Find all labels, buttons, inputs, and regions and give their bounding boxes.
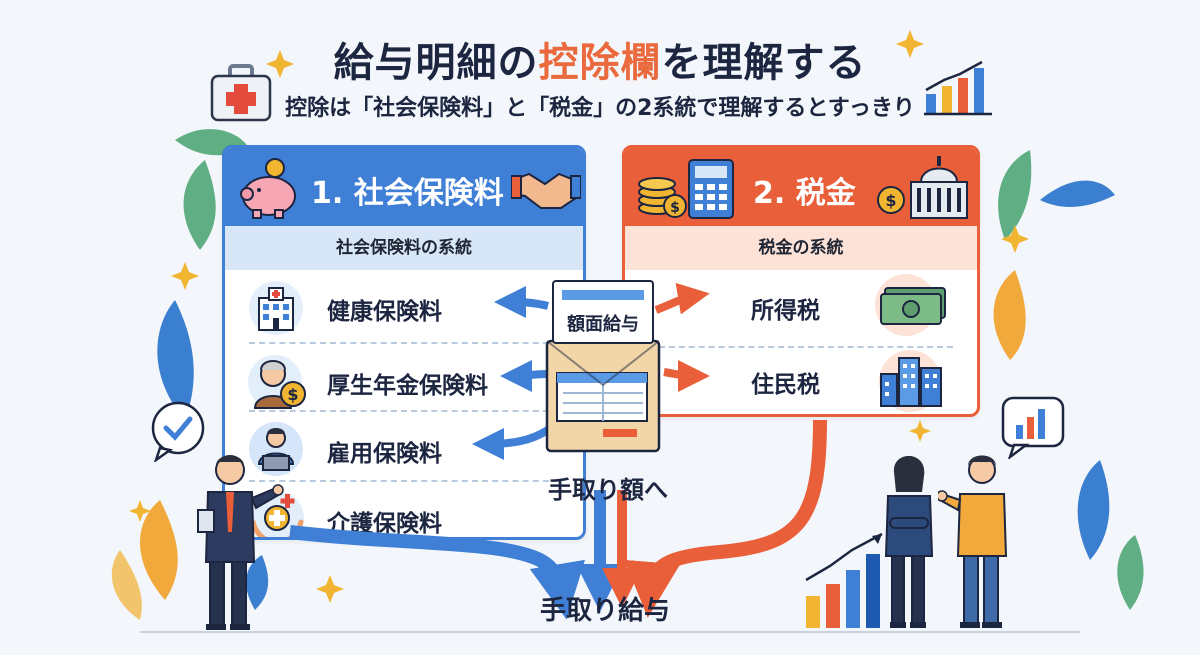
social-insurance-title: 1. 社会保険料 bbox=[311, 176, 504, 211]
hospital-icon bbox=[249, 281, 303, 335]
arrow-to-income-tax bbox=[654, 282, 710, 315]
tax-subheading: 税金の系統 bbox=[625, 226, 977, 270]
first-aid-kit-icon bbox=[210, 64, 272, 122]
government-building-icon: $ bbox=[877, 156, 968, 219]
divider bbox=[249, 480, 559, 482]
left-leaves-illustration bbox=[111, 129, 269, 620]
banknotes-icon bbox=[880, 287, 946, 325]
chart-speech-bubble-icon bbox=[1001, 396, 1065, 459]
social-insurance-panel: 1. 社会保険料 社会保険料の系統 健康保険料 $ bbox=[222, 145, 586, 540]
title-prefix: 給与明細の bbox=[333, 40, 539, 86]
svg-text:$: $ bbox=[885, 191, 896, 210]
man-gesturing-illustration bbox=[938, 455, 1008, 628]
svg-text:$: $ bbox=[287, 385, 298, 404]
divider bbox=[649, 346, 953, 348]
list-item-label: 健康保険料 bbox=[327, 299, 442, 325]
rising-chart-icon bbox=[924, 60, 992, 116]
gross-pay-card-bar bbox=[562, 290, 644, 300]
social-insurance-flow-down bbox=[289, 525, 586, 620]
tax-header: $ 2. 税金 $ bbox=[625, 148, 977, 226]
list-item-label: 厚生年金保険料 bbox=[327, 373, 488, 399]
piggy-bank-icon bbox=[240, 158, 296, 219]
pension-elder-icon: $ bbox=[248, 355, 306, 409]
arrow-to-health-insurance bbox=[494, 286, 549, 319]
payslip-envelope-icon bbox=[545, 339, 661, 453]
social-insurance-header: 1. 社会保険料 bbox=[225, 148, 583, 226]
presenter-man-illustration bbox=[197, 455, 284, 630]
take-home-flow-label: 手取り額へ bbox=[548, 476, 668, 504]
growth-bar-chart-icon bbox=[805, 532, 883, 628]
resident-tax-label: 住民税 bbox=[751, 372, 820, 398]
list-item-pension-insurance: $ 厚生年金保険料 bbox=[225, 344, 583, 416]
social-insurance-subheading: 社会保険料の系統 bbox=[225, 226, 583, 270]
title-accent: 控除欄 bbox=[538, 40, 662, 86]
handshake-icon bbox=[511, 172, 581, 209]
page-subtitle: 控除は「社会保険料」と「税金」の2系統で理解するとすっきり bbox=[285, 96, 915, 121]
title-suffix: を理解する bbox=[661, 40, 867, 86]
page-title: 給与明細の控除欄を理解する bbox=[0, 30, 1200, 88]
gross-pay-card: 額面給与 bbox=[552, 280, 654, 344]
city-buildings-icon bbox=[880, 357, 942, 407]
list-item-label: 雇用保険料 bbox=[327, 441, 442, 467]
income-tax-label: 所得税 bbox=[751, 298, 820, 324]
check-speech-bubble-icon bbox=[151, 401, 205, 462]
svg-text:$: $ bbox=[670, 200, 680, 216]
coins-calculator-icon: $ bbox=[638, 159, 734, 219]
take-home-pay-label: 手取り給与 bbox=[539, 596, 670, 626]
right-leaves-illustration bbox=[993, 150, 1144, 610]
list-item-health-insurance: 健康保険料 bbox=[225, 270, 583, 342]
worker-laptop-icon bbox=[249, 422, 303, 476]
gross-pay-label: 額面給与 bbox=[567, 314, 639, 335]
tax-flow-down bbox=[624, 419, 827, 618]
woman-arms-crossed-illustration bbox=[884, 455, 934, 628]
list-item-employment-insurance: 雇用保険料 bbox=[225, 412, 583, 484]
tax-title: 2. 税金 bbox=[753, 176, 856, 211]
arrow-to-pension bbox=[500, 359, 549, 392]
arrow-to-resident-tax bbox=[663, 359, 710, 392]
divider bbox=[249, 410, 559, 412]
divider bbox=[249, 342, 559, 344]
